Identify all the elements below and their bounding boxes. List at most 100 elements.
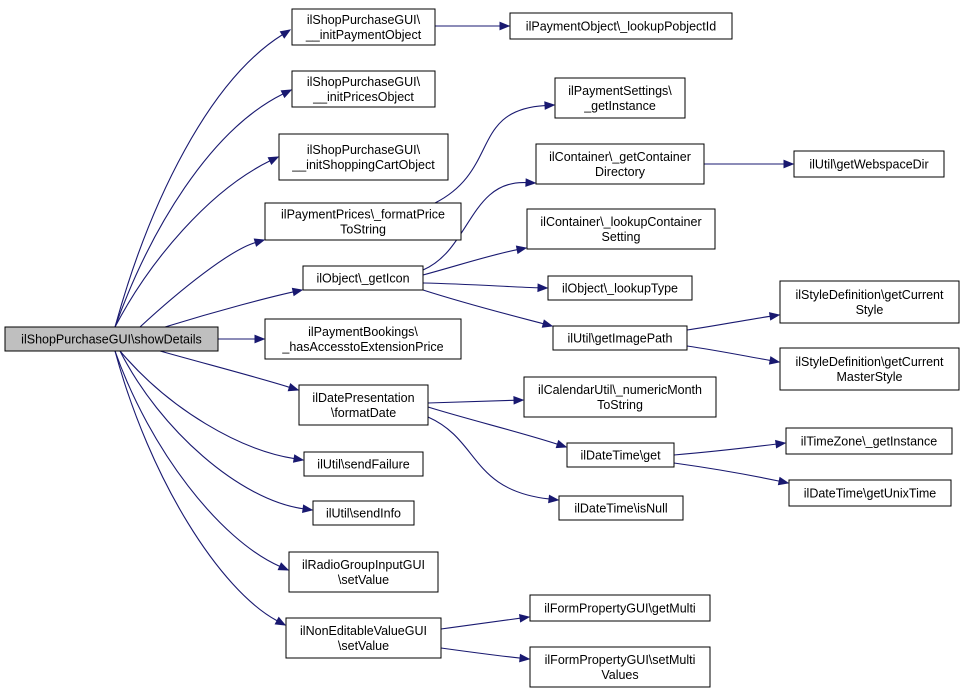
edge-dateFormat-to-dtGet xyxy=(427,406,568,449)
arrowhead-icon xyxy=(499,21,511,31)
node-label: ilObject\_lookupType xyxy=(562,282,678,296)
node-webspace[interactable]: ilUtil\getWebspaceDir xyxy=(793,150,945,178)
node-box[interactable] xyxy=(264,318,462,360)
node-label: ilPaymentPrices\_formatPrice xyxy=(281,208,445,222)
node-initCart[interactable]: ilShopPurchaseGUI\__initShoppingCartObje… xyxy=(278,133,449,181)
node-unixTime[interactable]: ilDateTime\getUnixTime xyxy=(788,479,952,507)
node-imagePath[interactable]: ilUtil\getImagePath xyxy=(552,325,688,351)
arrowhead-icon xyxy=(277,562,290,571)
node-box[interactable] xyxy=(529,594,711,622)
node-initPayment[interactable]: ilShopPurchaseGUI\__initPaymentObject xyxy=(291,8,436,46)
arrowhead-icon xyxy=(519,653,531,663)
node-box[interactable] xyxy=(302,265,424,291)
node-box[interactable] xyxy=(793,150,945,178)
node-radioSet[interactable]: ilRadioGroupInputGUI\setValue xyxy=(288,551,439,593)
node-box[interactable] xyxy=(554,77,686,119)
node-dtIsNull[interactable]: ilDateTime\isNull xyxy=(558,495,684,521)
node-box[interactable] xyxy=(278,133,449,181)
node-box[interactable] xyxy=(547,275,693,301)
node-label: ilObject\_getIcon xyxy=(316,272,409,286)
node-getIcon[interactable]: ilObject\_getIcon xyxy=(302,265,424,291)
node-lookupType[interactable]: ilObject\_lookupType xyxy=(547,275,693,301)
node-box[interactable] xyxy=(509,12,733,40)
node-sendFailure[interactable]: ilUtil\sendFailure xyxy=(303,451,424,477)
node-dateFormat[interactable]: ilDatePresentation\formatDate xyxy=(298,384,429,426)
node-label: ilTimeZone\_getInstance xyxy=(801,435,937,449)
node-label: ilDateTime\isNull xyxy=(574,502,667,516)
node-label: Values xyxy=(601,668,638,682)
edge-dateFormat-to-dtIsNull xyxy=(427,416,560,504)
node-box[interactable] xyxy=(4,326,219,352)
node-dtGet[interactable]: ilDateTime\get xyxy=(566,442,675,468)
node-label: ilPaymentSettings\ xyxy=(568,84,672,98)
node-sendInfo[interactable]: ilUtil\sendInfo xyxy=(312,500,415,526)
node-box[interactable] xyxy=(526,208,716,250)
arrowhead-icon xyxy=(274,616,287,626)
edge-root-to-hasAccess xyxy=(218,334,266,344)
edge-root-to-formatPrice xyxy=(139,238,266,328)
arrowhead-icon xyxy=(777,476,790,486)
node-label: ilDateTime\get xyxy=(580,449,661,463)
arrowhead-icon xyxy=(555,439,568,449)
node-root[interactable]: ilShopPurchaseGUI\showDetails xyxy=(4,326,219,352)
node-initPrices[interactable]: ilShopPurchaseGUI\__initPricesObject xyxy=(291,70,436,108)
node-box[interactable] xyxy=(288,551,439,593)
node-label: ilContainer\_lookupContainer xyxy=(540,215,701,229)
edge-line xyxy=(673,462,780,482)
node-nonEditSet[interactable]: ilNonEditableValueGUI\setValue xyxy=(285,617,442,659)
node-label: Directory xyxy=(595,165,646,179)
edge-root-to-initPayment xyxy=(114,29,292,328)
node-layer: ilShopPurchaseGUI\showDetails ilShopPurch… xyxy=(4,8,960,688)
node-box[interactable] xyxy=(779,347,960,391)
arrowhead-icon xyxy=(301,504,314,513)
node-label: __initPricesObject xyxy=(312,90,414,104)
edge-line xyxy=(164,291,294,328)
node-getMulti[interactable]: ilFormPropertyGUI\getMulti xyxy=(529,594,711,622)
node-box[interactable] xyxy=(788,479,952,507)
node-box[interactable] xyxy=(535,143,705,185)
node-label: ilShopPurchaseGUI\ xyxy=(307,143,421,157)
edge-line xyxy=(427,416,550,500)
node-paySettings[interactable]: ilPaymentSettings\_getInstance xyxy=(554,77,686,119)
node-box[interactable] xyxy=(779,280,960,324)
node-label: MasterStyle xyxy=(837,370,903,384)
node-box[interactable] xyxy=(291,8,436,46)
node-box[interactable] xyxy=(558,495,684,521)
node-label: ilUtil\getImagePath xyxy=(568,332,673,346)
edge-root-to-sendInfo xyxy=(119,350,314,513)
node-box[interactable] xyxy=(566,442,675,468)
arrowhead-icon xyxy=(783,159,795,169)
edge-initPayment-to-lookupPobj xyxy=(435,21,511,31)
node-box[interactable] xyxy=(785,427,953,455)
edge-line xyxy=(427,406,558,445)
node-label: ilFormPropertyGUI\setMulti xyxy=(545,653,696,667)
edge-line xyxy=(422,282,539,289)
node-box[interactable] xyxy=(552,325,688,351)
node-tzInstance[interactable]: ilTimeZone\_getInstance xyxy=(785,427,953,455)
edge-dateFormat-to-calNumeric xyxy=(427,395,525,405)
arrowhead-icon xyxy=(768,312,781,321)
node-box[interactable] xyxy=(264,202,462,241)
node-label: ilRadioGroupInputGUI xyxy=(302,558,425,572)
node-box[interactable] xyxy=(529,646,711,688)
edge-line xyxy=(114,350,280,567)
node-label: ilCalendarUtil\_numericMonth xyxy=(538,383,702,397)
node-box[interactable] xyxy=(303,451,424,477)
node-hasAccess[interactable]: ilPaymentBookings\_hasAccesstoExtensionP… xyxy=(264,318,462,360)
node-box[interactable] xyxy=(298,384,429,426)
node-label: ilFormPropertyGUI\getMulti xyxy=(544,602,695,616)
node-lookupPobj[interactable]: ilPaymentObject\_lookupPobjectId xyxy=(509,12,733,40)
node-box[interactable] xyxy=(285,617,442,659)
node-box[interactable] xyxy=(523,376,717,418)
edge-line xyxy=(427,399,515,404)
node-box[interactable] xyxy=(291,70,436,108)
node-box[interactable] xyxy=(312,500,415,526)
